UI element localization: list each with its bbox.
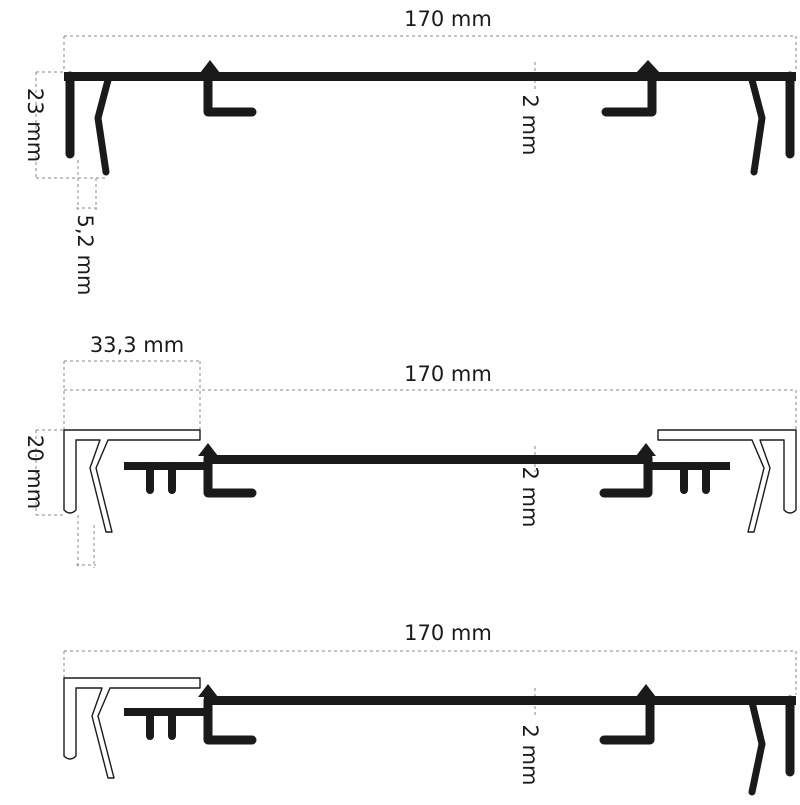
- thickness-label-2: 2 mm: [518, 467, 542, 528]
- ridge-left-3: [198, 684, 218, 697]
- hook-right-1: [601, 73, 657, 117]
- cap-width-label-2: 33,3 mm: [90, 333, 184, 357]
- ridge-right-1: [636, 60, 660, 73]
- top-plate-1: [64, 72, 796, 81]
- clip-leg-right-3: [748, 698, 766, 796]
- top-plate-2: [204, 455, 650, 464]
- ridge-right-3: [636, 684, 656, 697]
- rail-right-2: [648, 462, 730, 470]
- width-label-2: 170 mm: [404, 362, 492, 386]
- thickness-label-3: 2 mm: [518, 725, 542, 786]
- gap-label-1: 5,2 mm: [73, 215, 97, 296]
- rail-left-2: [124, 462, 206, 470]
- hook-right-3: [599, 695, 655, 745]
- end-cap-left-2: [63, 429, 201, 533]
- profile-3: 170 mm 2 mm: [63, 621, 797, 796]
- profile-1: 170 mm 23 mm 5,2 mm 2 mm: [23, 7, 797, 296]
- ridge-left-2: [198, 443, 218, 456]
- end-cap-left-3: [63, 677, 201, 779]
- clip-leg-left-1: [94, 76, 112, 176]
- ridge-left-1: [200, 60, 220, 73]
- thickness-label-1: 2 mm: [518, 95, 542, 156]
- profile-2: 33,3 mm 170 mm 20 mm 2 mm: [23, 333, 797, 568]
- rail-left-3: [124, 708, 206, 716]
- hook-left-2: [203, 453, 257, 498]
- hook-left-1: [203, 73, 257, 117]
- top-plate-3: [204, 696, 796, 705]
- width-label-1: 170 mm: [404, 7, 492, 31]
- clip-leg-right-1: [748, 76, 766, 176]
- width-label-3: 170 mm: [404, 621, 492, 645]
- height-label-1: 23 mm: [23, 88, 47, 162]
- hook-left-3: [203, 695, 257, 745]
- end-cap-right-2: [657, 429, 797, 533]
- height-label-2: 20 mm: [23, 435, 47, 509]
- ridge-right-2: [636, 443, 656, 456]
